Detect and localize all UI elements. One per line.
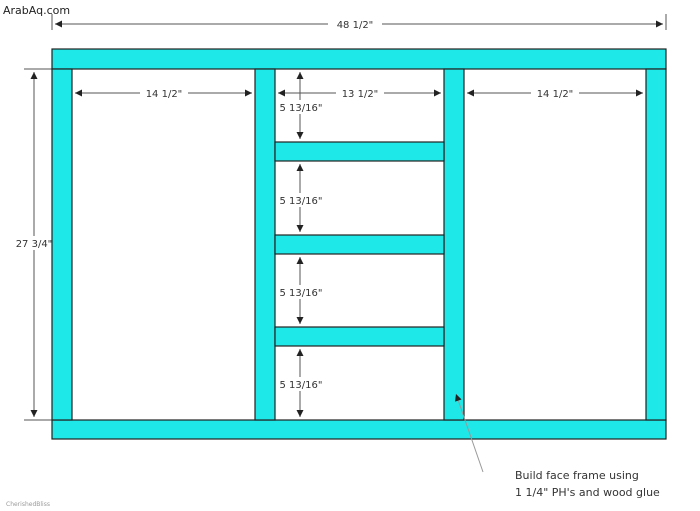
- note-leader-arrow: [454, 393, 484, 473]
- signature-mark: CherishedBliss: [6, 501, 50, 508]
- left-opening-label: 14 1/2": [146, 89, 183, 100]
- drawer-1-label: 5 13/16": [280, 103, 323, 114]
- left-middle-stile: [254, 68, 276, 421]
- bottom-rail: [51, 419, 667, 440]
- note-line-2: 1 1/4" PH's and wood glue: [515, 486, 660, 499]
- right-stile: [645, 68, 667, 421]
- drawer-rail-3: [274, 326, 445, 347]
- right-opening-label: 14 1/2": [537, 89, 574, 100]
- drawer-3-label: 5 13/16": [280, 288, 323, 299]
- right-middle-stile: [443, 68, 465, 421]
- left-stile: [51, 68, 73, 421]
- top-rail: [51, 48, 667, 70]
- drawer-rail-2: [274, 234, 445, 255]
- middle-opening-label: 13 1/2": [342, 89, 379, 100]
- drawer-2-label: 5 13/16": [280, 196, 323, 207]
- drawer-rail-1: [274, 141, 445, 162]
- drawer-4-label: 5 13/16": [280, 380, 323, 391]
- frame-boards: [51, 48, 667, 440]
- overall-width-label: 48 1/2": [337, 20, 374, 31]
- note-line-1: Build face frame using: [515, 469, 639, 482]
- overall-height-label: 27 3/4": [16, 239, 53, 250]
- watermark-text: ArabAq.com: [3, 4, 70, 17]
